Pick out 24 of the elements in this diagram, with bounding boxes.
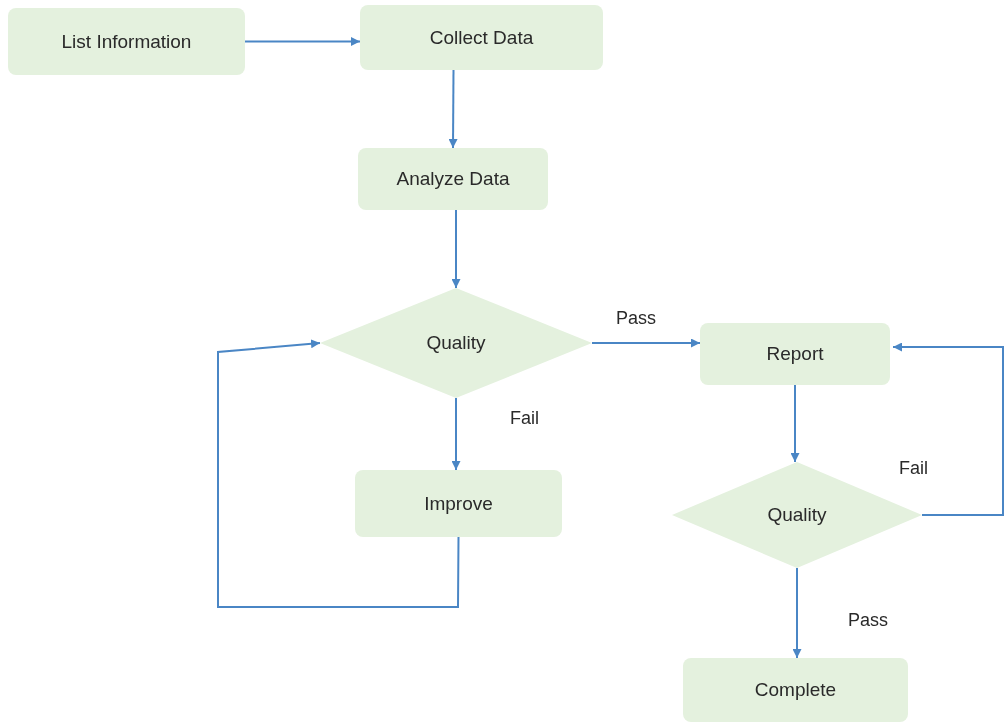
node-label: Improve	[424, 492, 493, 515]
arrow	[892, 342, 1004, 516]
node-label: Analyze Data	[396, 168, 510, 190]
process-box	[360, 5, 603, 70]
node-label: Collect Data	[429, 26, 534, 49]
process-box	[683, 658, 908, 722]
node-label: Quality	[767, 504, 827, 526]
arrow	[451, 397, 461, 471]
arrow	[217, 339, 460, 608]
node-label: List Information	[61, 30, 192, 53]
arrow	[591, 338, 701, 348]
arrow	[790, 384, 800, 463]
node-label: Quality	[426, 332, 486, 354]
arrow	[244, 37, 361, 46]
process-box	[358, 148, 548, 210]
decision-diamond	[320, 288, 592, 398]
arrow	[792, 567, 802, 659]
process-box	[8, 8, 245, 75]
node-label: Report	[766, 343, 824, 365]
arrow	[448, 69, 458, 149]
node-label: Complete	[754, 679, 837, 701]
arrow	[451, 209, 461, 289]
process-box	[355, 470, 562, 537]
process-box	[700, 323, 890, 385]
